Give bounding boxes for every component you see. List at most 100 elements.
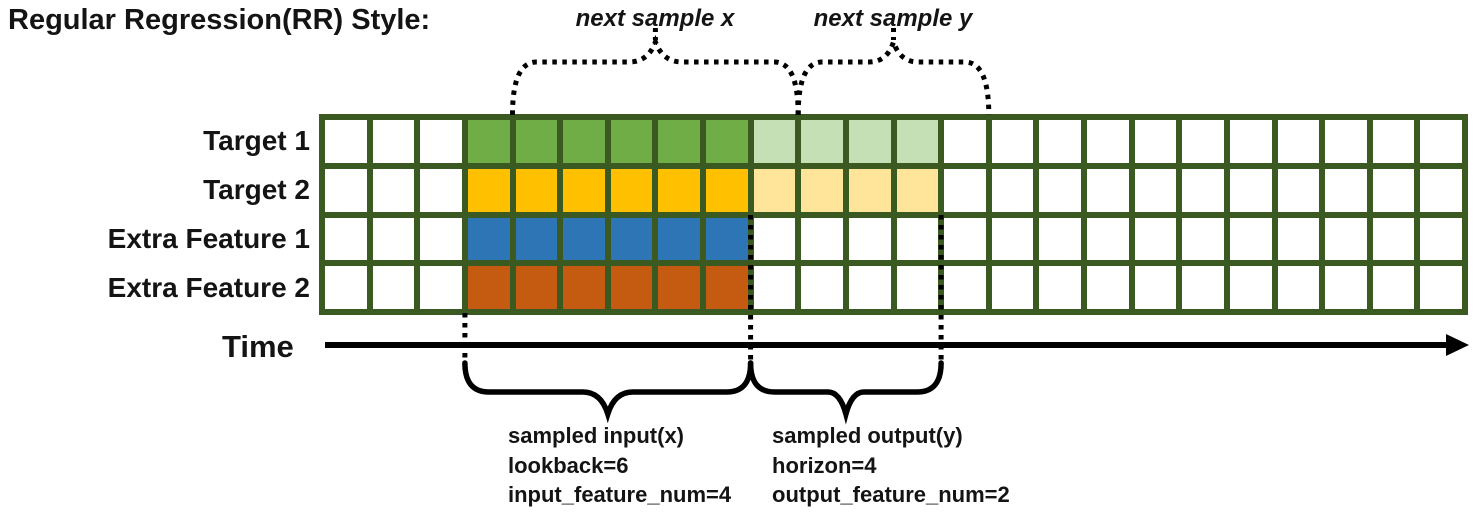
- row-label-target-2: Target 2: [203, 174, 310, 205]
- next-sample-y-brace: [795, 33, 992, 116]
- grid-cell: [563, 266, 605, 309]
- grid-cell: [1039, 217, 1081, 261]
- grid-cell: [563, 217, 605, 261]
- grid-cell: [658, 120, 700, 163]
- grid-cell: [896, 217, 939, 261]
- lookback-value: lookback=6: [508, 452, 629, 478]
- grid-cell: [658, 266, 700, 309]
- grid-cell: [325, 168, 367, 212]
- input-feature-num-value: input_feature_num=4: [508, 482, 732, 507]
- grid-cell: [1372, 266, 1415, 309]
- grid-cell: [896, 168, 939, 212]
- grid-cell: [372, 168, 415, 212]
- grid-cell: [848, 266, 891, 309]
- grid-cell: [610, 266, 653, 309]
- grid-cell: [658, 217, 700, 261]
- grid-cell: [1182, 168, 1224, 212]
- grid-cell: [1182, 217, 1224, 261]
- grid-cell: [991, 217, 1034, 261]
- grid-cell: [1134, 217, 1177, 261]
- grid-cell: [848, 217, 891, 261]
- grid-cell: [1229, 120, 1272, 163]
- grid-cell: [1372, 120, 1415, 163]
- grid-cell: [610, 120, 653, 163]
- sampled-output-note: sampled output(y) horizon=4 output_featu…: [772, 421, 1010, 510]
- grid-cell: [1420, 120, 1462, 163]
- grid-cell: [1229, 266, 1272, 309]
- grid-cell: [991, 120, 1034, 163]
- grid-cell: [1039, 266, 1081, 309]
- grid-cell: [1277, 266, 1320, 309]
- grid-cell: [706, 266, 748, 309]
- grid-cell: [991, 168, 1034, 212]
- row-label-extra-feature-2: Extra Feature 2: [107, 272, 310, 303]
- grid-cell: [515, 168, 558, 212]
- time-axis-arrowhead-icon: [1446, 334, 1469, 356]
- grid-cell: [1277, 217, 1320, 261]
- grid-cell: [1325, 120, 1367, 163]
- grid-cell: [753, 266, 796, 309]
- grid-cell: [848, 168, 891, 212]
- grid-cell: [325, 266, 367, 309]
- grid-cell: [1087, 217, 1129, 261]
- time-axis-label: Time: [222, 329, 294, 364]
- output-feature-num-value: output_feature_num=2: [772, 482, 1010, 507]
- grid-cell: [467, 266, 510, 309]
- sampled-input-note: sampled input(x) lookback=6 input_featur…: [508, 421, 731, 510]
- grid-cell: [420, 168, 462, 212]
- grid-cell: [1182, 266, 1224, 309]
- grid-cell: [372, 266, 415, 309]
- row-label-extra-feature-1: Extra Feature 1: [107, 223, 310, 254]
- grid-cell: [1420, 266, 1462, 309]
- next-sample-x-brace: [510, 34, 801, 116]
- next-sample-x-label: next sample x: [575, 5, 735, 32]
- grid-cell: [563, 168, 605, 212]
- grid-cell: [944, 266, 986, 309]
- grid-cell: [658, 168, 700, 212]
- grid-cell: [706, 217, 748, 261]
- next-sample-y-label: next sample y: [813, 5, 973, 32]
- grid-cell: [325, 217, 367, 261]
- grid-cell: [372, 217, 415, 261]
- grid-cell: [1134, 168, 1177, 212]
- sampled-output-brace: [747, 360, 944, 425]
- grid-cell: [896, 120, 939, 163]
- grid-cell: [1372, 217, 1415, 261]
- grid-cell: [1087, 120, 1129, 163]
- grid-cell: [420, 266, 462, 309]
- grid-cell: [1325, 217, 1367, 261]
- grid-cell: [372, 120, 415, 163]
- page-title: Regular Regression(RR) Style:: [8, 4, 431, 36]
- grid-cell: [1087, 168, 1129, 212]
- grid-cell: [706, 120, 748, 163]
- grid-cell: [896, 266, 939, 309]
- grid-cell: [1134, 120, 1177, 163]
- grid-cell: [753, 168, 796, 212]
- sampled-input-title: sampled input(x): [508, 423, 685, 448]
- sampled-input-brace: [462, 360, 754, 424]
- grid-cell: [1182, 120, 1224, 163]
- grid-cell: [1087, 266, 1129, 309]
- grid-cell: [944, 120, 986, 163]
- grid-cell: [1420, 217, 1462, 261]
- grid-cell: [1039, 120, 1081, 163]
- grid-cell: [467, 120, 510, 163]
- row-label-target-1: Target 1: [203, 125, 310, 156]
- grid-cell: [944, 168, 986, 212]
- grid-cell: [1277, 168, 1320, 212]
- grid-cell: [1134, 266, 1177, 309]
- grid-cell: [325, 120, 367, 163]
- grid-cell: [1039, 168, 1081, 212]
- sample-grid: [319, 114, 1468, 315]
- grid-cell: [1420, 168, 1462, 212]
- grid-cell: [1277, 120, 1320, 163]
- grid-cell: [801, 217, 843, 261]
- grid-cell: [944, 217, 986, 261]
- sampled-output-title: sampled output(y): [772, 423, 963, 448]
- grid-cell: [753, 217, 796, 261]
- grid-cell: [801, 120, 843, 163]
- grid-cell: [610, 168, 653, 212]
- grid-cell: [1229, 217, 1272, 261]
- grid-cell: [1229, 168, 1272, 212]
